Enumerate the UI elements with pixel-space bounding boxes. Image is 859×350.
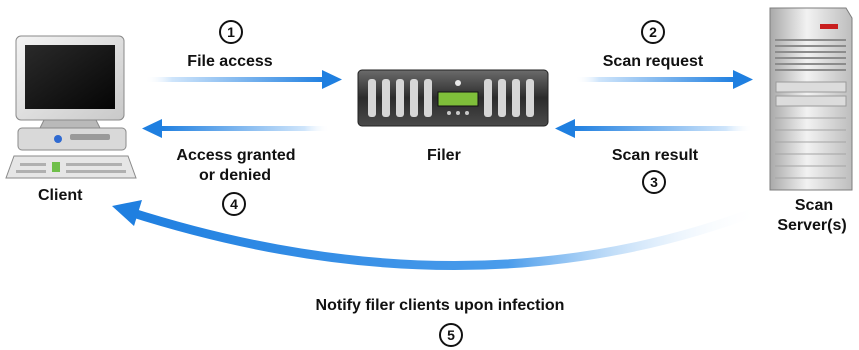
arrow-scan-request	[575, 70, 753, 89]
filer-appliance-icon	[357, 69, 549, 127]
tower-server-icon	[769, 7, 853, 191]
step-3-number: 3	[642, 170, 666, 194]
server-label-line1: Scan	[794, 197, 834, 214]
arrow-access-granted	[142, 119, 330, 138]
step-2-number: 2	[641, 20, 665, 44]
step-4-label-line1: Access granted	[176, 147, 296, 164]
step-1-number: 1	[219, 20, 243, 44]
filer-label: Filer	[427, 147, 461, 164]
arrow-scan-result	[555, 119, 753, 138]
server-label-line2: Server(s)	[777, 217, 847, 234]
step-2-label: Scan request	[602, 53, 704, 70]
step-1-label: File access	[187, 53, 273, 70]
computer-icon	[5, 35, 137, 179]
arrow-notify-clients	[112, 200, 765, 270]
step-5-label: Notify filer clients upon infection	[315, 297, 565, 314]
step-3-label: Scan result	[611, 147, 699, 164]
arrow-file-access	[145, 70, 342, 89]
step-5-number: 5	[439, 323, 463, 347]
step-4-number: 4	[222, 192, 246, 216]
client-label: Client	[38, 187, 83, 204]
step-4-label-line2: or denied	[198, 167, 271, 184]
